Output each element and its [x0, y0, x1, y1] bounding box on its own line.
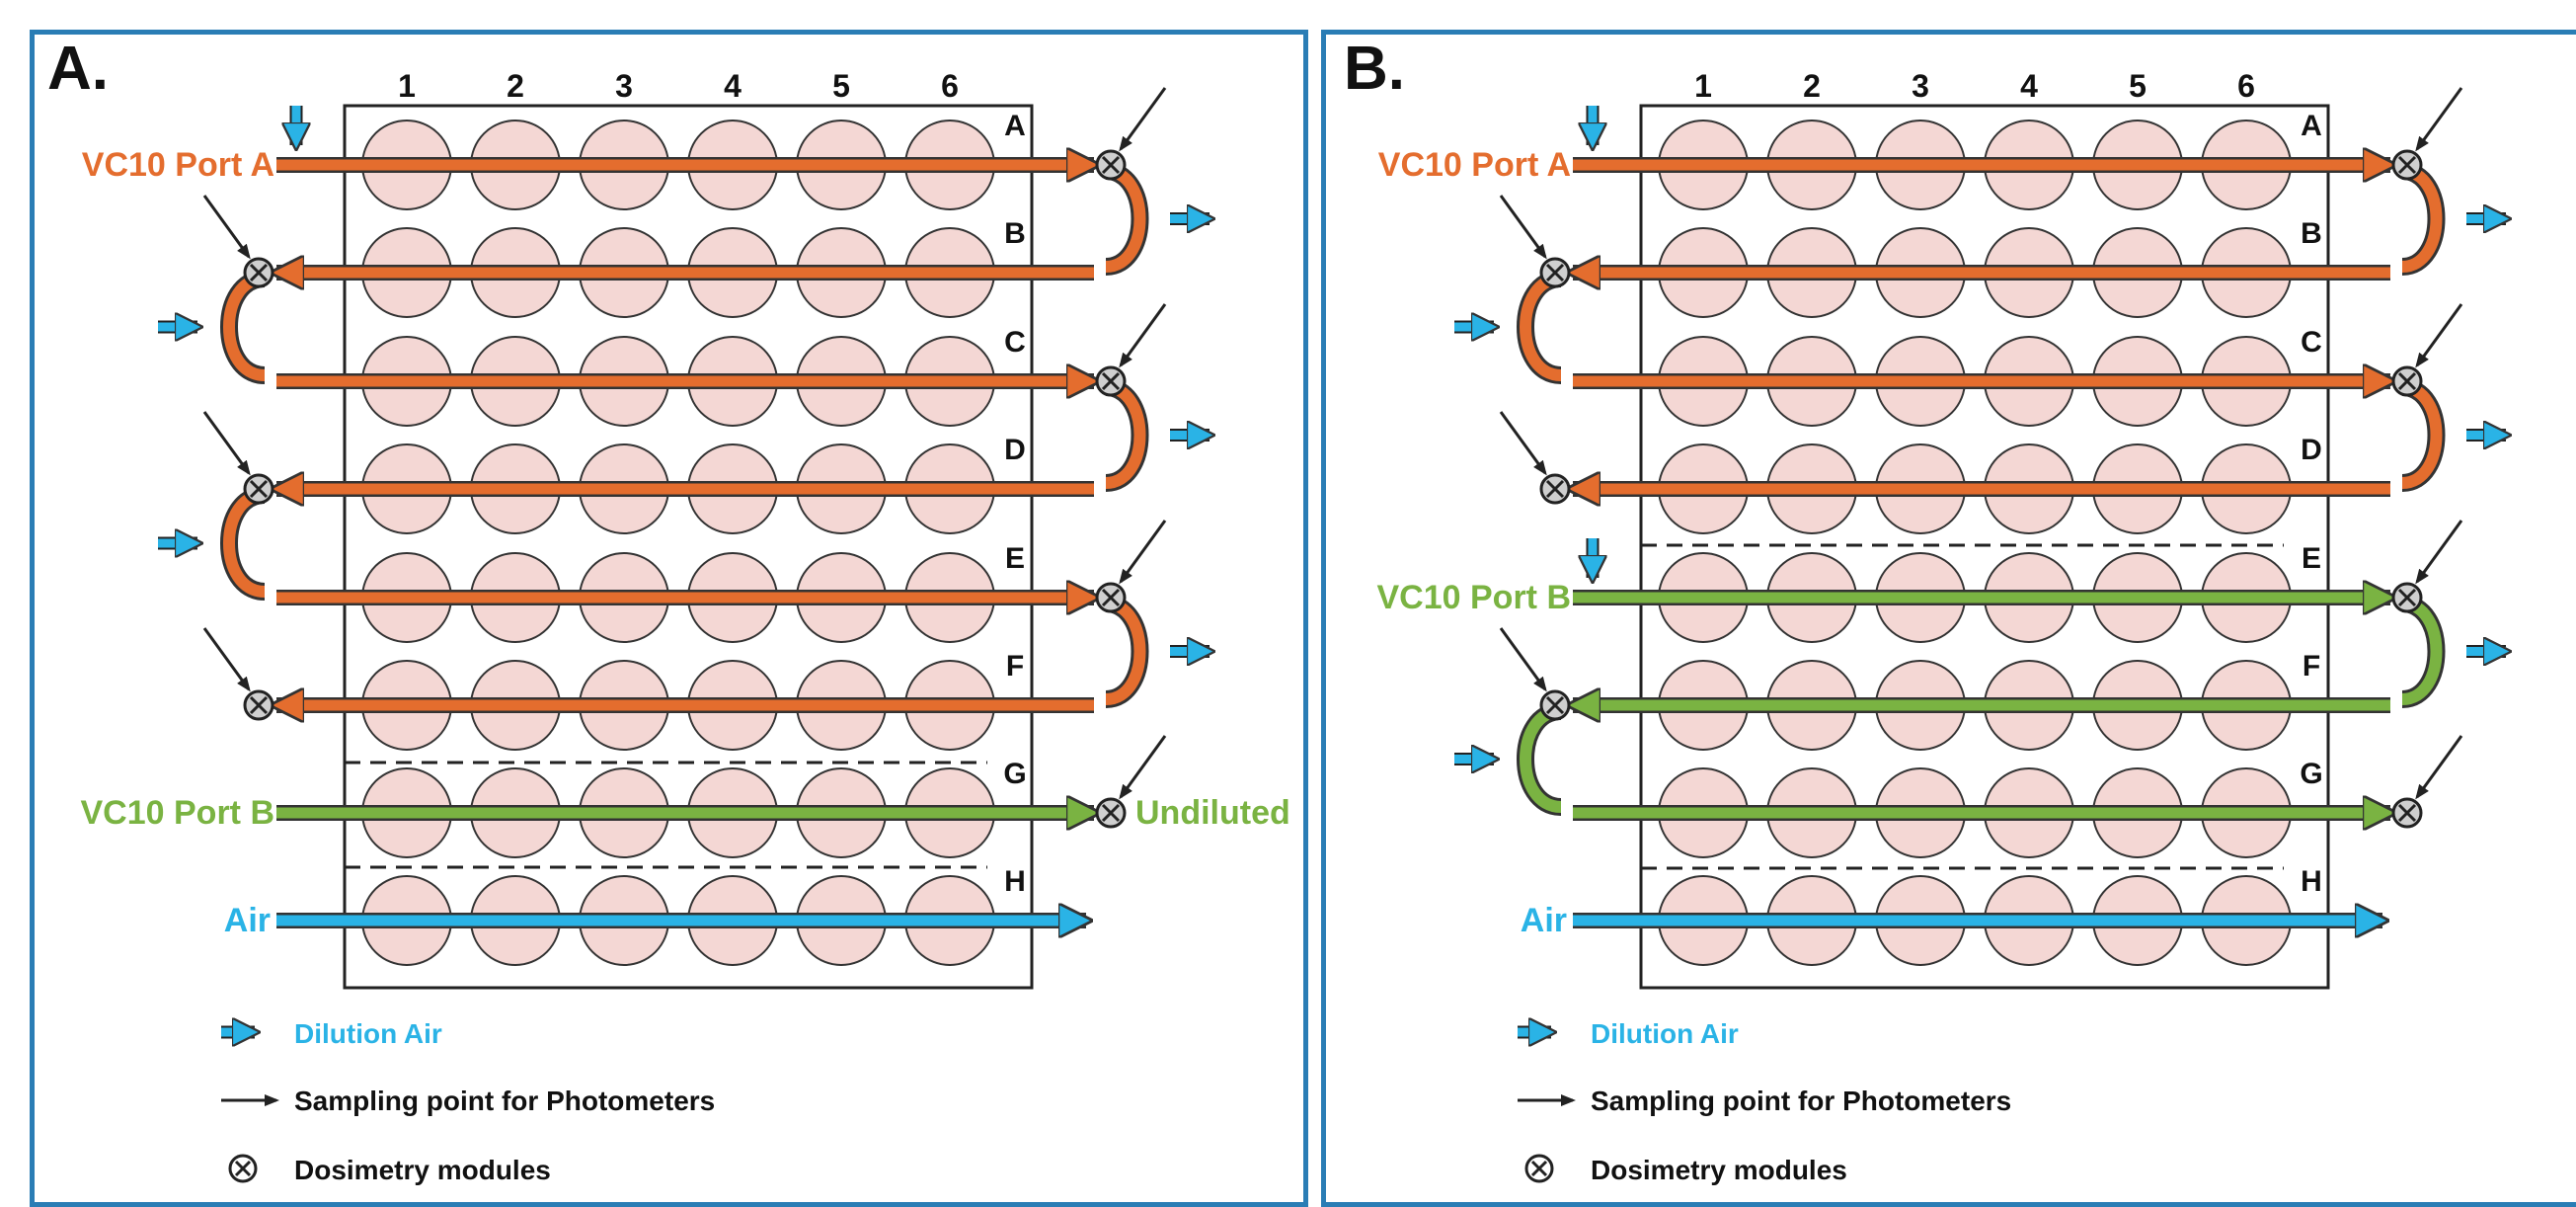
column-header-3: 3 [1912, 68, 1929, 104]
dosimetry-module-icon [1095, 365, 1127, 397]
sampling-point-arrow [202, 195, 251, 260]
row-label-A: A [1004, 110, 1026, 142]
row-label-F: F [2303, 650, 2320, 683]
legend-sampling-label: Sampling point for Photometers [294, 1086, 715, 1116]
column-header-1: 1 [1694, 68, 1712, 104]
dosimetry-module-icon [1095, 797, 1127, 829]
sampling-point-arrow [1499, 411, 1547, 476]
panel-a-letter: A. [47, 35, 109, 103]
port-a-label: VC10 Port A [1378, 146, 1571, 184]
sampling-point-arrow [1119, 87, 1167, 152]
column-header-5: 5 [2129, 68, 2147, 104]
dosimetry-module-icon [1095, 149, 1127, 181]
dosimetry-module-icon [243, 257, 274, 288]
column-header-2: 2 [1803, 68, 1821, 104]
dosimetry-module-icon [243, 689, 274, 721]
column-header-5: 5 [832, 68, 850, 104]
dosimetry-module-icon [1539, 473, 1571, 505]
row-label-B: B [1004, 217, 1026, 250]
dosimetry-module-cross [2397, 803, 2417, 823]
legend-dosimetry-cross [234, 1160, 252, 1177]
row-label-F: F [1006, 650, 1024, 683]
sampling-point-arrow [1119, 303, 1167, 368]
sampling-point-arrow [2415, 735, 2463, 800]
dosimetry-module-cross [1101, 371, 1121, 391]
row-label-H: H [1004, 865, 1026, 898]
row-label-G: G [1003, 758, 1026, 790]
legend-dilution-air-label: Dilution Air [294, 1018, 442, 1049]
dosimetry-module-cross [249, 263, 269, 282]
air-label: Air [1521, 902, 1567, 939]
sampling-point-arrow [1499, 627, 1547, 692]
sampling-point-arrow [2415, 303, 2463, 368]
row-label-C: C [2301, 326, 2322, 359]
row-label-A: A [2301, 110, 2322, 142]
column-header-1: 1 [398, 68, 416, 104]
panel-b [1321, 30, 2576, 1207]
panel-a [30, 30, 1308, 1207]
legend-sampling-label: Sampling point for Photometers [1591, 1086, 2011, 1116]
dosimetry-module-cross [2397, 155, 2417, 175]
dosimetry-module-cross [1545, 263, 1565, 282]
dosimetry-module-cross [2397, 371, 2417, 391]
dosimetry-module-icon [1539, 689, 1571, 721]
column-header-6: 6 [941, 68, 959, 104]
dosimetry-module-icon [2391, 365, 2423, 397]
legend-dosimetry-label: Dosimetry modules [1591, 1155, 1847, 1185]
dosimetry-module-icon [1539, 257, 1571, 288]
column-header-4: 4 [2020, 68, 2038, 104]
port-a-label: VC10 Port A [82, 146, 274, 184]
air-label: Air [224, 902, 271, 939]
dosimetry-module-icon [243, 473, 274, 505]
undiluted-label: Undiluted [1135, 794, 1290, 832]
dosimetry-module-cross [1101, 588, 1121, 607]
sampling-point-arrow [1119, 735, 1167, 800]
sampling-point-arrow [1119, 520, 1167, 585]
plate-outline [343, 104, 1034, 990]
row-label-E: E [1005, 542, 1025, 575]
legend-dilution-air-label: Dilution Air [1591, 1018, 1739, 1049]
column-header-6: 6 [2237, 68, 2255, 104]
row-label-E: E [2302, 542, 2321, 575]
dosimetry-module-icon [2391, 582, 2423, 613]
dosimetry-module-cross [2397, 588, 2417, 607]
sampling-point-arrow [2415, 520, 2463, 585]
dosimetry-module-cross [249, 479, 269, 499]
dosimetry-module-cross [1545, 695, 1565, 715]
dosimetry-module-icon [1095, 582, 1127, 613]
column-header-2: 2 [507, 68, 524, 104]
dosimetry-module-cross [1101, 803, 1121, 823]
dosimetry-module-icon [2391, 797, 2423, 829]
dosimetry-module-cross [1545, 479, 1565, 499]
legend-dosimetry-label: Dosimetry modules [294, 1155, 551, 1185]
port-b-label: VC10 Port B [81, 794, 275, 832]
row-label-C: C [1004, 326, 1026, 359]
panel-b-letter: B. [1344, 35, 1405, 103]
row-label-D: D [2301, 434, 2322, 466]
column-header-4: 4 [724, 68, 742, 104]
sampling-point-arrow [202, 627, 251, 692]
sampling-point-arrow [2415, 87, 2463, 152]
legend-dosimetry-cross [1530, 1160, 1548, 1177]
legend-dosimetry-icon [228, 1154, 258, 1183]
dosimetry-module-cross [1101, 155, 1121, 175]
row-label-D: D [1004, 434, 1026, 466]
sampling-point-arrow [1499, 195, 1547, 260]
sampling-point-arrow [202, 411, 251, 476]
port-b-label: VC10 Port B [1377, 579, 1572, 616]
legend-dosimetry-icon [1524, 1154, 1554, 1183]
column-header-3: 3 [615, 68, 633, 104]
dosimetry-module-cross [249, 695, 269, 715]
row-label-G: G [2300, 758, 2322, 790]
row-label-B: B [2301, 217, 2322, 250]
row-label-H: H [2301, 865, 2322, 898]
dosimetry-module-icon [2391, 149, 2423, 181]
